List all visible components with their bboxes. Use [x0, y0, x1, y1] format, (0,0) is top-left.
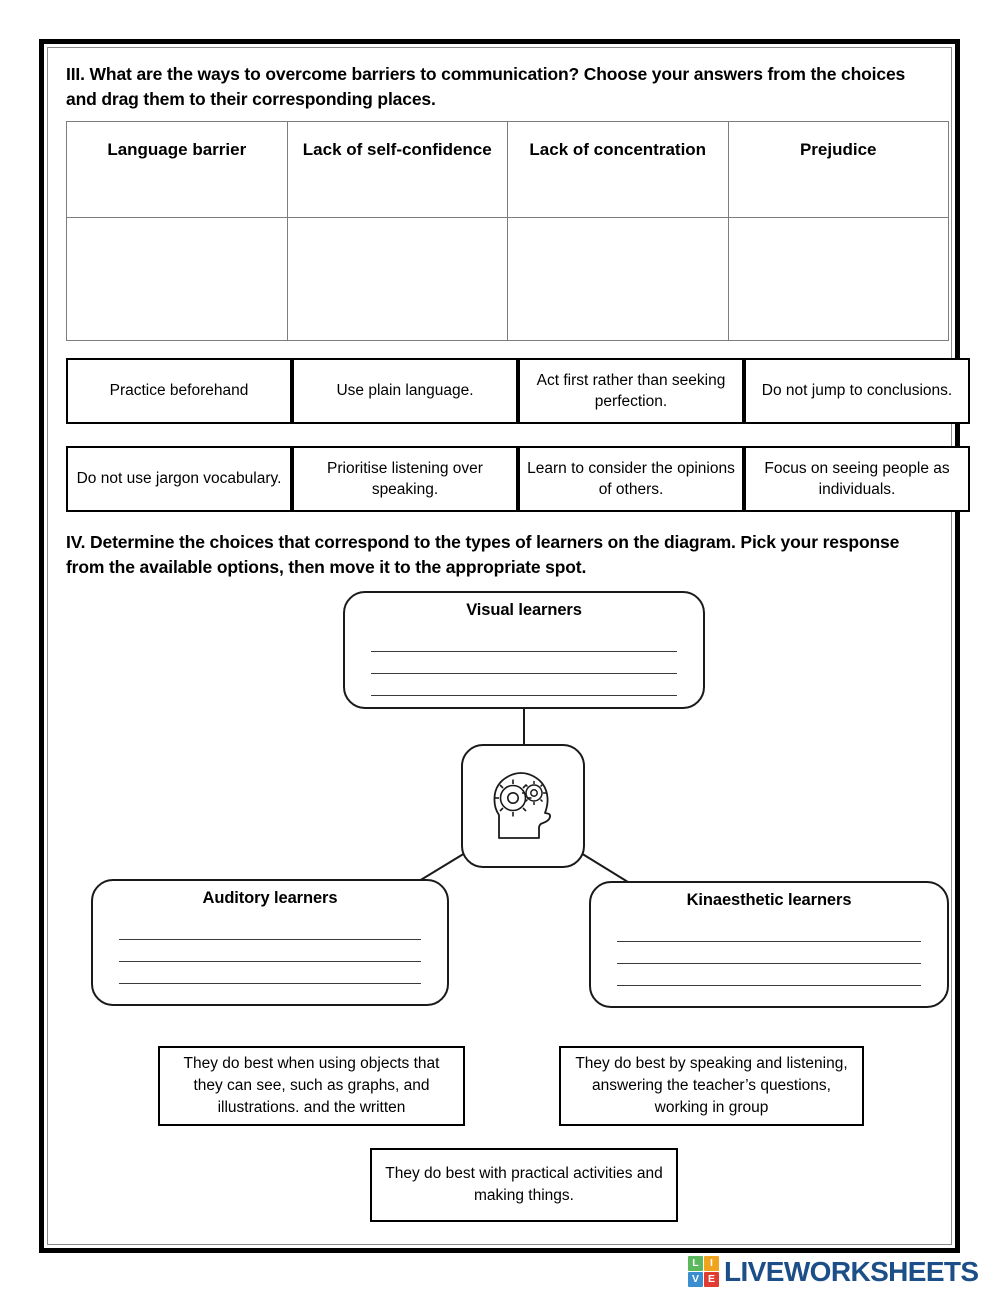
table-header-row: Language barrier Lack of self-confidence… — [66, 120, 949, 218]
learner-node-kinaesthetic-title: Kinaesthetic learners — [686, 891, 852, 910]
choice-chip-focus-on-seeing-people-as-individuals[interactable]: Focus on seeing people as individuals. — [744, 445, 970, 512]
section-iii-heading: III. What are the ways to overcome barri… — [66, 64, 906, 109]
choice-chip-act-first-rather-than-seeking-perfection[interactable]: Act first rather than seeking perfection… — [518, 357, 744, 424]
logo-tile-i: I — [704, 1256, 719, 1271]
choice-chip-auditory-description[interactable]: They do best by speaking and listening, … — [559, 1046, 864, 1127]
chip-row-gap — [518, 424, 744, 446]
answer-line[interactable] — [371, 674, 677, 697]
logo-tile-v: V — [688, 1272, 703, 1287]
choice-chip-do-not-use-jargon-vocabulary[interactable]: Do not use jargon vocabulary. — [66, 445, 292, 512]
logo-tile-e: E — [704, 1272, 719, 1287]
chip-row-gap — [66, 424, 292, 446]
liveworksheets-wordmark: LIVEWORKSHEETS — [724, 1255, 979, 1287]
learner-node-auditory[interactable]: Auditory learners — [91, 879, 449, 1007]
table-dropzone-row — [66, 216, 949, 341]
learner-node-kinaesthetic[interactable]: Kinaesthetic learners — [589, 881, 949, 1009]
answer-line[interactable] — [617, 942, 921, 965]
choice-chip-kinaesthetic-description[interactable]: They do best with practical activities a… — [370, 1148, 678, 1223]
answer-line[interactable] — [617, 920, 921, 943]
learner-node-auditory-title: Auditory learners — [202, 889, 338, 908]
answer-line[interactable] — [119, 940, 421, 963]
dropzone-lack-of-concentration[interactable] — [507, 216, 729, 341]
dropzone-lack-of-self-confidence[interactable] — [286, 216, 508, 341]
choice-chip-visual-description[interactable]: They do best when using objects that the… — [158, 1046, 465, 1127]
section-iv-choice-list: They do best when using objects that the… — [66, 1040, 949, 1230]
liveworksheets-logo[interactable]: L I V E LIVEWORKSHEETS — [688, 1256, 979, 1287]
answer-line[interactable] — [371, 652, 677, 675]
choice-chip-do-not-jump-to-conclusions[interactable]: Do not jump to conclusions. — [744, 357, 970, 424]
answer-line[interactable] — [617, 964, 921, 987]
chip-row-gap — [744, 424, 970, 446]
answer-line[interactable] — [371, 630, 677, 653]
section-iii-choice-list: Practice beforehand Use plain language. … — [66, 357, 970, 512]
head-with-gears-icon-container — [461, 744, 585, 869]
choice-chip-use-plain-language[interactable]: Use plain language. — [292, 357, 518, 424]
logo-tile-l: L — [688, 1256, 703, 1271]
learner-node-visual-title: Visual learners — [466, 601, 582, 620]
table-header-lack-of-self-confidence: Lack of self-confidence — [286, 120, 508, 218]
worksheet-content: III. What are the ways to overcome barri… — [48, 48, 970, 1246]
choice-chip-practice-beforehand[interactable]: Practice beforehand — [66, 357, 292, 424]
choice-chip-learn-to-consider-the-opinions-of-others[interactable]: Learn to consider the opinions of others… — [518, 445, 744, 512]
table-header-language-barrier: Language barrier — [66, 120, 288, 218]
worksheet-page-frame: III. What are the ways to overcome barri… — [39, 39, 970, 1253]
dropzone-language-barrier[interactable] — [66, 216, 288, 341]
dropzone-prejudice[interactable] — [727, 216, 949, 341]
learner-node-visual[interactable]: Visual learners — [343, 591, 705, 710]
table-header-lack-of-concentration: Lack of concentration — [507, 120, 729, 218]
answer-line[interactable] — [119, 962, 421, 985]
chip-row-gap — [292, 424, 518, 446]
learner-types-diagram: Visual learners — [66, 585, 949, 1040]
worksheet-page-inner-border: III. What are the ways to overcome barri… — [47, 47, 970, 1246]
section-iv-heading: IV. Determine the choices that correspon… — [66, 531, 900, 577]
answer-line[interactable] — [119, 918, 421, 941]
table-header-prejudice: Prejudice — [727, 120, 949, 218]
liveworksheets-logo-tiles: L I V E — [688, 1256, 719, 1287]
choice-chip-prioritise-listening-over-speaking[interactable]: Prioritise listening over speaking. — [292, 445, 518, 512]
barriers-table: Language barrier Lack of self-confidence… — [66, 120, 949, 341]
head-with-gears-icon — [493, 772, 551, 840]
